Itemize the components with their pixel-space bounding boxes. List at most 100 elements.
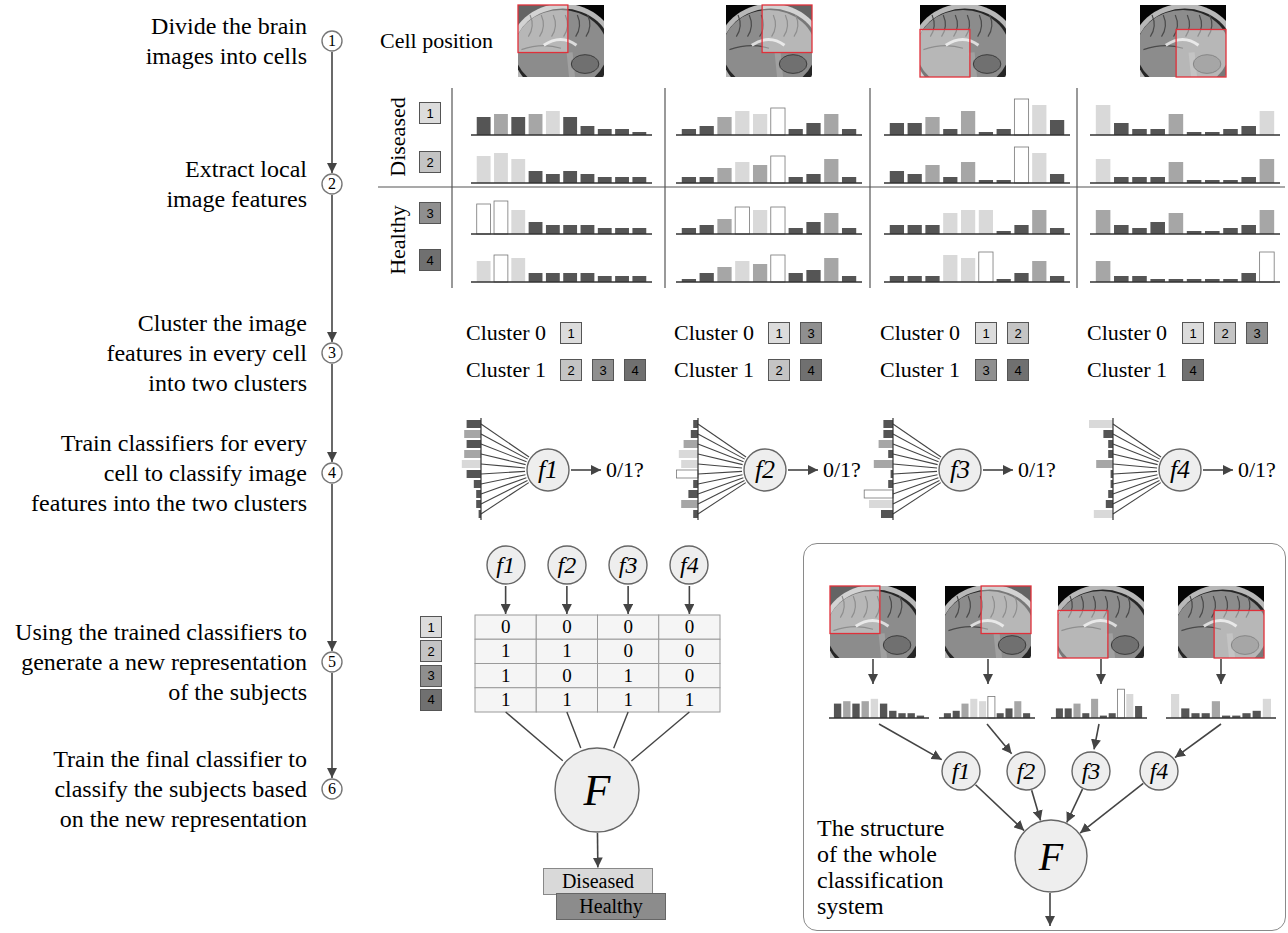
histogram-bar [735, 162, 749, 183]
histogram-axis [1090, 182, 1280, 183]
cerebellum [779, 55, 807, 74]
step-description: Cluster the image features in every cell… [87, 308, 307, 398]
subject-number: 2 [775, 363, 782, 378]
subject-number: 1 [426, 106, 433, 121]
step-description: Train the final classifier to classify t… [37, 744, 307, 834]
table-value: 1 [562, 641, 572, 662]
classifier-circle: f4 [669, 545, 709, 585]
mri-image [920, 5, 1006, 77]
cell-highlight [762, 5, 812, 53]
classifier-circle: f4 [1139, 751, 1179, 791]
table-value: 0 [562, 665, 572, 686]
histogram-bar [852, 704, 859, 718]
input-line [893, 424, 941, 457]
histogram-bar [806, 174, 820, 183]
histogram-bar [546, 111, 560, 135]
histogram-bar [961, 162, 975, 183]
histogram-bar [700, 126, 714, 135]
cerebellum [973, 55, 1001, 74]
histogram-bar [806, 123, 820, 135]
histogram-bar [1050, 276, 1064, 282]
output-class: Diseased [562, 870, 634, 893]
step-number-circle: Extract local image features2 [321, 173, 343, 195]
histogram-bar [1212, 701, 1220, 718]
table-value: 1 [501, 689, 511, 710]
classifier-name: f4 [1150, 758, 1169, 785]
final-classifier-circle: F [1014, 819, 1088, 893]
histogram-bar [961, 258, 975, 282]
step-description: Train classifiers for every cell to clas… [27, 428, 307, 518]
histogram-bar [693, 480, 698, 488]
brain [1178, 591, 1264, 658]
histogram [471, 153, 652, 183]
histogram-axis [829, 717, 929, 718]
histogram-bar [1132, 276, 1147, 282]
histogram-bar [753, 114, 767, 135]
histogram-bar [890, 276, 904, 282]
histogram-axis [892, 418, 893, 520]
subject-square: 3 [419, 202, 441, 224]
histogram-bar [462, 460, 481, 468]
subject-number: 4 [631, 363, 638, 378]
final-classifier-circle: F [554, 747, 640, 833]
feature-input [1089, 418, 1161, 520]
circle-shape [744, 449, 786, 491]
histogram-bar [529, 114, 543, 135]
connector-arrow [976, 785, 1025, 831]
input-line [893, 471, 937, 474]
histogram-bar [529, 171, 543, 183]
histogram-bar [693, 420, 698, 428]
cerebellum [998, 636, 1026, 655]
histogram [676, 255, 862, 282]
table-value: 0 [623, 617, 633, 638]
subject-number: 1 [567, 326, 574, 341]
sulcus [1200, 596, 1204, 618]
histogram-bar [874, 460, 893, 468]
histogram-bar [997, 129, 1011, 135]
histogram [676, 108, 862, 135]
classifier-circle: f3 [1071, 751, 1111, 791]
histogram-bar [511, 117, 525, 135]
histogram-bar [1106, 500, 1113, 508]
step-number-circle: Train the final classifier to classify t… [321, 778, 343, 800]
histogram-bar [563, 273, 577, 282]
skull [1178, 586, 1264, 658]
histogram-bar [1114, 225, 1129, 234]
histogram-bar [679, 450, 698, 458]
histogram-bar [735, 261, 749, 282]
representation-table [475, 586, 720, 761]
histogram [884, 147, 1070, 183]
histogram-bar [477, 204, 491, 234]
arrow-line [1220, 659, 1222, 684]
circle-shape [1140, 752, 1178, 790]
input-line [893, 464, 937, 468]
circle-shape [322, 779, 342, 799]
histogram-bar [1181, 708, 1189, 718]
histogram-axis [1051, 717, 1147, 718]
classifier-circle: f1 [526, 448, 570, 492]
histogram-bar [824, 213, 838, 234]
input-line [893, 454, 938, 465]
connector-arrow [331, 195, 333, 342]
arrow-line [1100, 659, 1102, 684]
histogram-axis [1090, 134, 1280, 135]
cerebellum [1111, 636, 1139, 655]
histogram-axis [697, 418, 698, 520]
histogram-bar [871, 699, 878, 718]
input-line [1113, 475, 1157, 484]
histogram [884, 99, 1070, 135]
subject-square: 3 [420, 665, 442, 687]
table-value: 1 [501, 665, 511, 686]
subject-square: 4 [800, 359, 822, 381]
histogram-bar [563, 225, 577, 234]
histogram [1166, 694, 1276, 718]
histogram-bar [1260, 252, 1275, 282]
histogram-axis [480, 418, 481, 520]
grid-line [664, 88, 665, 288]
histogram [676, 156, 862, 183]
csf [920, 9, 1006, 77]
histogram-bar [961, 704, 968, 718]
input-line [698, 480, 744, 504]
cluster-label: Cluster 0 [880, 321, 960, 345]
histogram-bar [464, 430, 481, 438]
